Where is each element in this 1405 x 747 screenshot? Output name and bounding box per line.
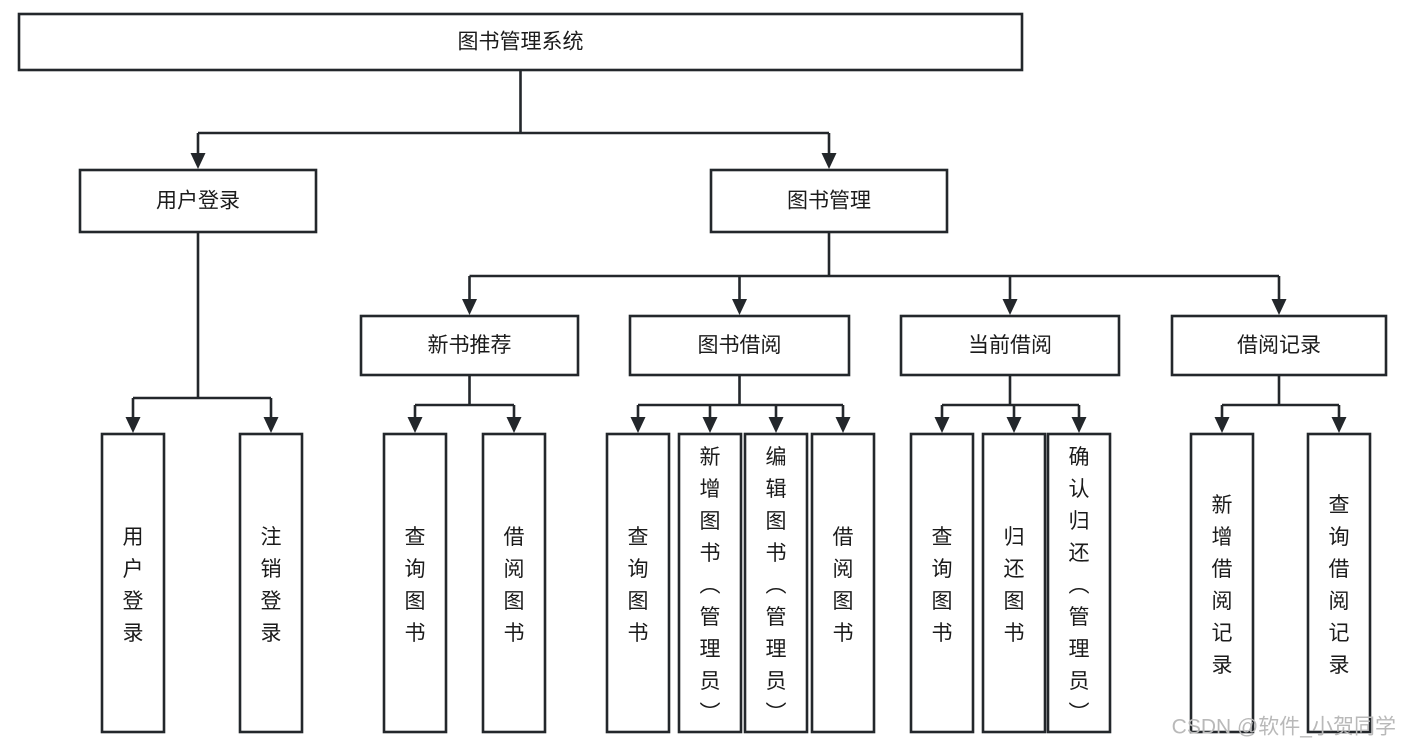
node-label-leaf_user_login: 用户登录 [123, 526, 144, 645]
node-leaf_add_book[interactable]: 新增图书︵管理员︶ [677, 432, 743, 734]
node-root[interactable]: 图书管理系统 [17, 12, 1024, 72]
node-new_book_rec[interactable]: 新书推荐 [359, 314, 580, 377]
watermark-label: CSDN @软件_小贺同学 [1172, 716, 1396, 739]
node-leaf_add_rec[interactable]: 新增借阅记录 [1189, 432, 1255, 734]
node-box-leaf_edit_book[interactable] [743, 432, 809, 734]
node-label-leaf_edit_book: 编辑图书︵管理员︶ [766, 446, 787, 725]
connector-group-user_login [125, 232, 279, 433]
arrow-head-icon [407, 417, 423, 433]
arrow-head-icon [1006, 417, 1022, 433]
connector-group-new_book_rec [407, 375, 522, 433]
node-label-current_borrow: 当前借阅 [968, 334, 1052, 357]
node-current_borrow[interactable]: 当前借阅 [899, 314, 1121, 377]
node-box-leaf_add_book[interactable] [677, 432, 743, 734]
node-user_login[interactable]: 用户登录 [78, 168, 318, 234]
node-label-leaf_conf_ret: 确认归还︵管理员︶ [1069, 446, 1090, 725]
node-box-leaf_query_rec[interactable] [1306, 432, 1372, 734]
node-label-leaf_borrow_nb: 借阅图书 [504, 526, 525, 645]
node-label-leaf_return_bk: 归还图书 [1004, 526, 1025, 645]
node-label-leaf_add_book: 新增图书︵管理员︶ [700, 446, 721, 725]
node-box-leaf_query_bb[interactable] [605, 432, 671, 734]
node-borrow_record[interactable]: 借阅记录 [1170, 314, 1388, 377]
node-leaf_logout[interactable]: 注销登录 [238, 432, 304, 734]
node-box-leaf_add_rec[interactable] [1189, 432, 1255, 734]
node-label-leaf_query_bb: 查询图书 [628, 526, 649, 645]
node-leaf_edit_book[interactable]: 编辑图书︵管理员︶ [743, 432, 809, 734]
node-label-leaf_add_rec: 新增借阅记录 [1212, 494, 1233, 677]
node-box-new_book_rec[interactable] [359, 314, 580, 377]
node-leaf_query_nb[interactable]: 查询图书 [382, 432, 448, 734]
node-book_borrow[interactable]: 图书借阅 [628, 314, 851, 377]
node-label-leaf_query_nb: 查询图书 [405, 526, 426, 645]
node-leaf_query_rec[interactable]: 查询借阅记录 [1306, 432, 1372, 734]
arrow-head-icon [821, 153, 837, 169]
arrow-head-icon [1002, 299, 1018, 315]
node-box-root[interactable] [17, 12, 1024, 72]
nodes-layer: 图书管理系统用户登录图书管理新书推荐图书借阅当前借阅借阅记录用户登录注销登录查询… [17, 12, 1388, 734]
arrow-head-icon [506, 417, 522, 433]
arrow-head-icon [1331, 417, 1347, 433]
node-box-borrow_record[interactable] [1170, 314, 1388, 377]
arrow-head-icon [835, 417, 851, 433]
node-leaf_query_cb[interactable]: 查询图书 [909, 432, 975, 734]
arrow-head-icon [702, 417, 718, 433]
arrow-head-icon [462, 299, 477, 315]
node-box-leaf_query_nb[interactable] [382, 432, 448, 734]
arrow-head-icon [934, 417, 950, 433]
node-label-leaf_logout: 注销登录 [261, 526, 282, 645]
node-leaf_query_bb[interactable]: 查询图书 [605, 432, 671, 734]
arrow-head-icon [732, 299, 747, 315]
node-label-leaf_query_cb: 查询图书 [932, 526, 953, 645]
node-leaf_borrow_bk[interactable]: 借阅图书 [810, 432, 876, 734]
node-label-borrow_record: 借阅记录 [1237, 334, 1321, 357]
arrow-head-icon [1271, 299, 1287, 315]
node-book_manage[interactable]: 图书管理 [709, 168, 949, 234]
node-label-book_borrow: 图书借阅 [698, 334, 782, 357]
connector-group-book_manage [462, 232, 1287, 315]
node-label-root: 图书管理系统 [458, 31, 584, 54]
arrow-head-icon [263, 417, 279, 433]
arrow-head-icon [630, 417, 646, 433]
node-box-current_borrow[interactable] [899, 314, 1121, 377]
connector-group-book_borrow [630, 375, 851, 433]
node-box-leaf_query_cb[interactable] [909, 432, 975, 734]
arrow-head-icon [1071, 417, 1087, 433]
node-box-leaf_user_login[interactable] [100, 432, 166, 734]
connector-group-borrow_record [1214, 375, 1347, 433]
node-label-new_book_rec: 新书推荐 [428, 334, 512, 357]
node-box-leaf_borrow_nb[interactable] [481, 432, 547, 734]
node-box-leaf_borrow_bk[interactable] [810, 432, 876, 734]
node-box-book_manage[interactable] [709, 168, 949, 234]
arrow-head-icon [1214, 417, 1230, 433]
connector-group-root [190, 70, 837, 169]
node-box-book_borrow[interactable] [628, 314, 851, 377]
node-label-user_login: 用户登录 [156, 190, 240, 213]
node-box-leaf_conf_ret[interactable] [1046, 432, 1112, 734]
node-label-leaf_borrow_bk: 借阅图书 [833, 526, 854, 645]
node-leaf_borrow_nb[interactable]: 借阅图书 [481, 432, 547, 734]
node-label-book_manage: 图书管理 [787, 190, 871, 213]
arrow-head-icon [190, 153, 206, 169]
node-leaf_return_bk[interactable]: 归还图书 [981, 432, 1047, 734]
node-leaf_conf_ret[interactable]: 确认归还︵管理员︶ [1046, 432, 1112, 734]
arrow-head-icon [125, 417, 141, 433]
arrow-head-icon [768, 417, 784, 433]
connector-group-current_borrow [934, 375, 1087, 433]
node-box-leaf_return_bk[interactable] [981, 432, 1047, 734]
node-label-leaf_query_rec: 查询借阅记录 [1329, 494, 1350, 677]
node-box-user_login[interactable] [78, 168, 318, 234]
node-box-leaf_logout[interactable] [238, 432, 304, 734]
connectors-layer [125, 70, 1347, 433]
node-leaf_user_login[interactable]: 用户登录 [100, 432, 166, 734]
